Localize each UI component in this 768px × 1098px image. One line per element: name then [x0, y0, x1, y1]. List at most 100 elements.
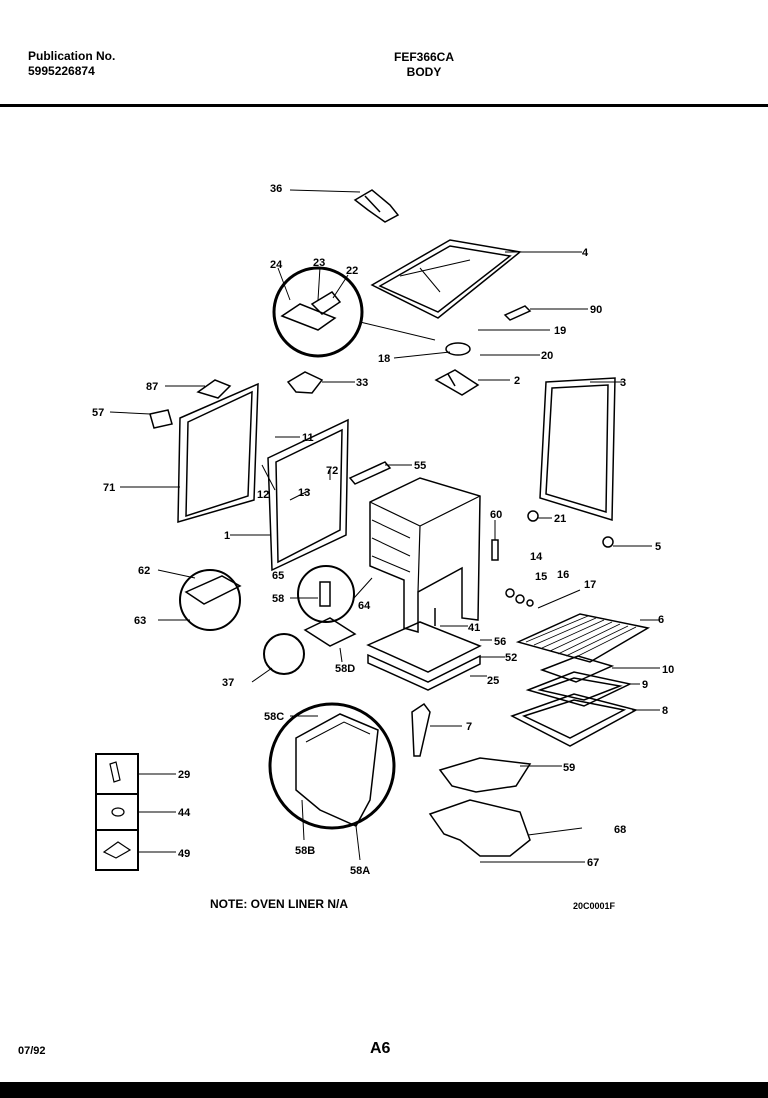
callout-90: 90: [590, 304, 602, 316]
part-1-rear-panel: [267, 418, 349, 572]
callout-58B: 58B: [295, 845, 315, 857]
callout-57: 57: [92, 407, 104, 419]
callout-59b: 59: [563, 762, 575, 774]
publication-label: Publication No.: [28, 49, 116, 63]
callout-71: 71: [103, 482, 115, 494]
part-14: [505, 588, 515, 598]
footer-bar: [0, 1082, 768, 1098]
callout-11: 11: [302, 432, 314, 444]
detail-circle-59: [297, 565, 355, 623]
callout-7: 7: [466, 721, 472, 733]
part-15: [515, 594, 525, 604]
part-7-hinge: [411, 702, 431, 757]
callout-58C: 58C: [264, 711, 284, 723]
callout-58A: 58A: [350, 865, 370, 877]
part-55: [348, 461, 392, 485]
part-58d: [303, 617, 357, 647]
callout-41: 41: [468, 622, 480, 634]
callout-9: 9: [642, 679, 648, 691]
part-18: [445, 342, 471, 356]
callout-21: 21: [554, 513, 566, 525]
callout-22: 22: [346, 265, 358, 277]
part-52-drawer-base: [367, 653, 481, 691]
part-6-oven-rack: [515, 613, 651, 663]
callout-44: 44: [178, 807, 191, 819]
legend-box-44: [95, 793, 139, 831]
detail-circle-62: [179, 569, 241, 631]
callout-36: 36: [270, 183, 282, 195]
detail-circle-37: [263, 633, 305, 675]
part-57: [149, 409, 173, 429]
callout-87: 87: [146, 381, 158, 393]
revision-date: 07/92: [18, 1045, 46, 1057]
detail-circle-24: [272, 266, 364, 358]
header-divider: [0, 104, 768, 107]
callout-2: 2: [514, 375, 520, 387]
callout-29: 29: [178, 769, 190, 781]
callout-19: 19: [554, 325, 566, 337]
callout-17: 17: [584, 579, 596, 591]
callout-3: 3: [620, 377, 626, 389]
callout-18: 18: [378, 353, 390, 365]
callout-68: 68: [614, 824, 626, 836]
callout-59: 58: [272, 593, 284, 605]
part-3-side-panel: [539, 377, 616, 522]
publication-number: 5995226874: [28, 64, 95, 78]
part-68-bake-element: [438, 757, 532, 793]
legend-box-29: [95, 753, 139, 795]
callout-14: 14: [530, 551, 543, 563]
callout-10: 10: [662, 664, 674, 676]
legend-box-49: [95, 829, 139, 871]
callout-60: 60: [490, 509, 502, 521]
callout-15: 15: [535, 571, 547, 583]
model-block: FEF366CA BODY: [389, 50, 459, 80]
callout-63: 63: [134, 615, 146, 627]
callout-6: 6: [658, 614, 664, 626]
callout-12: 12: [257, 489, 269, 501]
callout-64: 64: [358, 600, 371, 612]
callout-1: 1: [224, 530, 230, 542]
part-16: [526, 599, 534, 607]
callout-5: 5: [655, 541, 661, 553]
part-21: [527, 510, 539, 522]
callout-55: 55: [414, 460, 426, 472]
part-36-clip: [353, 189, 400, 223]
part-90: [503, 305, 532, 321]
part-10-broil-grid: [539, 655, 615, 683]
part-8-oven-door: [510, 693, 639, 747]
model-number: FEF366CA: [393, 50, 455, 64]
callout-56: 56: [494, 636, 506, 648]
part-67-broil-element: [428, 799, 531, 857]
callout-25: 25: [487, 675, 499, 687]
callout-65: 65: [272, 570, 284, 582]
part-2-bracket: [434, 369, 480, 396]
part-5: [602, 536, 614, 548]
callout-24: 24: [270, 259, 283, 271]
callout-13: 13: [298, 487, 310, 499]
part-33-bracket: [286, 371, 324, 394]
publication-block: Publication No. 5995226874: [28, 49, 115, 79]
callout-23: 23: [313, 257, 325, 269]
callout-8: 8: [662, 705, 668, 717]
callout-20: 20: [541, 350, 553, 362]
callout-62: 62: [138, 565, 150, 577]
detail-circle-58c: [268, 702, 396, 830]
part-71-side-panel: [177, 382, 259, 524]
callout-52: 52: [505, 652, 517, 664]
part-56-drawer: [366, 621, 482, 673]
oven-liner-note: NOTE: OVEN LINER N/A: [210, 897, 349, 911]
callout-67: 67: [587, 857, 599, 869]
part-87: [196, 379, 232, 399]
page-number: A6: [370, 1040, 391, 1057]
callout-49: 49: [178, 848, 190, 860]
callout-16: 16: [557, 569, 569, 581]
part-4-top-panel: [370, 239, 522, 319]
oven-body-frame: [369, 477, 481, 633]
callout-4: 4: [582, 247, 589, 259]
diagram-code: 20C0001F: [573, 901, 616, 911]
part-60: [491, 539, 499, 561]
callout-72: 72: [326, 465, 338, 477]
callout-33: 33: [356, 377, 368, 389]
callout-37: 37: [222, 677, 234, 689]
